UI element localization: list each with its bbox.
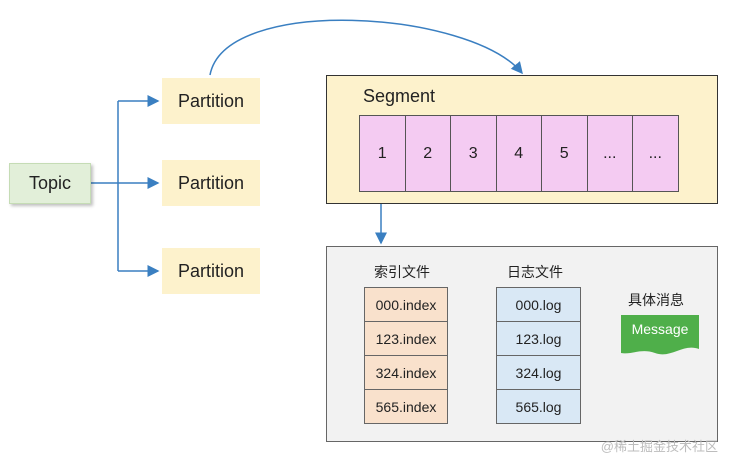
segment-cell: 3 [450, 115, 497, 192]
log-file-list: 000.log 123.log 324.log 565.log [496, 287, 581, 424]
log-file: 000.log [496, 287, 581, 322]
topic-label: Topic [28, 173, 72, 193]
segment-title: Segment [363, 86, 436, 106]
index-file: 000.index [364, 287, 448, 322]
log-column-header: 日志文件 [507, 264, 563, 280]
log-file: 123.log [496, 321, 581, 356]
segment-cell: 5 [541, 115, 588, 192]
log-file: 324.log [496, 355, 581, 390]
message-shape [621, 315, 699, 355]
partition-node: Partition [162, 78, 260, 124]
index-file: 123.index [364, 321, 448, 356]
segment-cell: ... [586, 115, 633, 192]
message-label: Message [631, 321, 689, 337]
partition-to-segment-arrow [209, 19, 523, 76]
index-file: 324.index [364, 355, 448, 390]
partition-node: Partition [162, 248, 260, 294]
segment-container: Segment 1 2 3 4 5 ... ... [326, 75, 718, 204]
message-header: 具体消息 [628, 292, 684, 308]
topic-to-partitions-connector [91, 95, 160, 277]
topic-node: Topic [9, 163, 91, 204]
segment-cell: 2 [404, 115, 451, 192]
partition-label: Partition [177, 172, 245, 193]
watermark: @稀土掘金技术社区 [600, 439, 718, 454]
segment-cell: ... [632, 115, 679, 192]
partition-label: Partition [177, 260, 245, 281]
log-file: 565.log [496, 389, 581, 424]
segment-cell: 4 [495, 115, 542, 192]
segment-cell: 1 [359, 115, 406, 192]
segment-cells: 1 2 3 4 5 ... ... [359, 115, 679, 192]
index-file-list: 000.index 123.index 324.index 565.index [364, 287, 448, 424]
partition-node: Partition [162, 160, 260, 206]
index-file: 565.index [364, 389, 448, 424]
partition-label: Partition [177, 90, 245, 111]
index-column-header: 索引文件 [374, 264, 430, 280]
